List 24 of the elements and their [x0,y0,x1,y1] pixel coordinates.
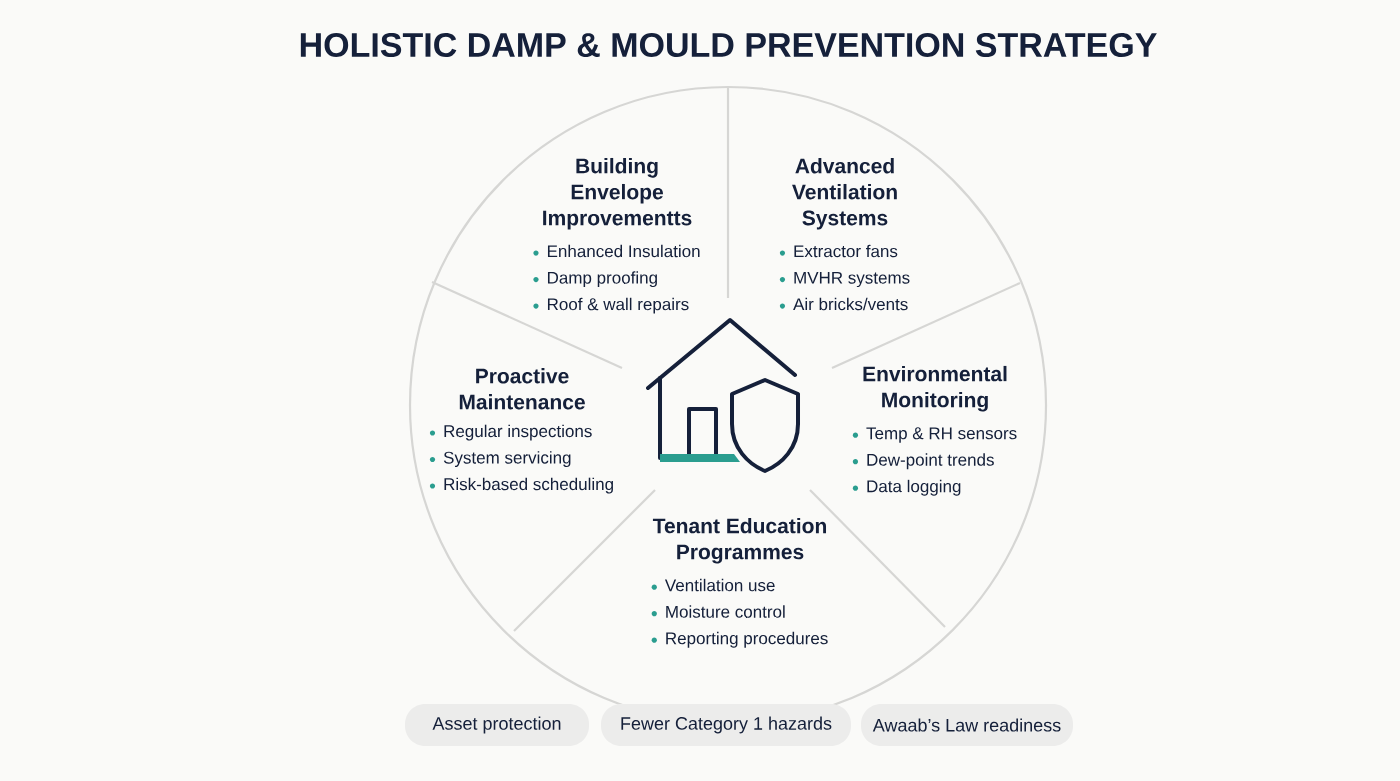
bullet-item: Enhanced Insulation [547,244,700,258]
segment-heading: Proactive Maintenance [459,368,585,410]
bullet-item: Moisture control [666,605,785,618]
segment-heading: Building Envelope Improvementts [543,157,692,230]
bullet-item: Air bricks/vents [793,297,908,311]
segment-heading: Tenant Education Programmes [652,517,826,564]
bullet-item: Temp & RH sensors [866,427,1017,443]
bullet-item: Roof & wall repairs [547,297,689,314]
title: HOLISTIC DAMP & MOULD PREVENTION STRATEGY [300,32,1157,58]
bullet-item: Extractor fans [794,244,898,258]
bullet-item: Reporting procedures [666,631,828,648]
bullet-item: MVHR systems [794,271,910,288]
segment-heading: Environmental Monitoring [863,365,1007,412]
bullet-item: Ventilation use [664,578,775,592]
bullet-item: System servicing [443,451,571,468]
bullet-item: Damp proofing [547,271,657,288]
outcome-pill: Asset protection [405,704,589,746]
bullet-item: Data logging [867,479,961,496]
outcome-pill: Fewer Category 1 hazards [601,704,851,746]
bullet-item: Dew-point trends [867,453,994,470]
bullet-item: Regular inspections [444,424,592,441]
bullet-item: Risk-based scheduling [444,477,613,494]
outcome-pill: Awaab’s Law readiness [861,704,1073,746]
segment-heading: Advanced Ventilation Systems [792,157,897,230]
